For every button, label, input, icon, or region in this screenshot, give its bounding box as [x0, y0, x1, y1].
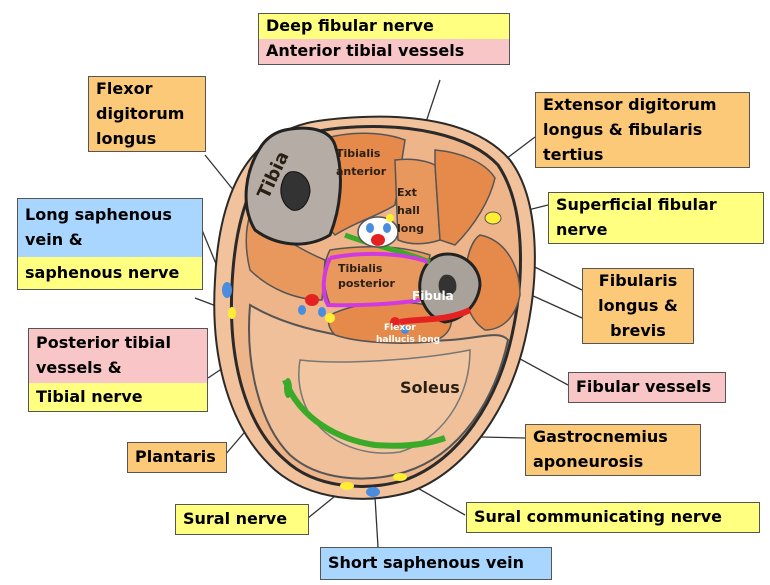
plantaris-shape — [284, 378, 292, 398]
saphenous-nerve-shape — [228, 307, 236, 319]
tibialis-anterior-line-2: anterior — [336, 165, 387, 178]
ext-hall-long-label: Ext hall long — [397, 186, 424, 235]
posterior-tibial-line-1: Posterior tibial — [29, 329, 207, 356]
long-saphenous-label: Long saphenous vein & saphenous nerve — [17, 198, 203, 290]
fibularis-line-1: Fibularis — [583, 269, 693, 294]
flexor-digitorum-line-3: longus — [89, 127, 205, 152]
tibialis-posterior-line-1: Tibialis — [338, 262, 383, 275]
deep-fibular-nerve-label: Deep fibular nerve — [259, 14, 509, 39]
ext-hall-long-line-3: long — [397, 222, 424, 235]
sural-communicating-nerve-shape — [393, 473, 407, 481]
fibular-vessels-text: Fibular vessels — [569, 373, 725, 402]
gastrocnemius-line-2: aponeurosis — [526, 450, 700, 475]
superficial-fibular-line-1: Superficial fibular — [549, 193, 763, 218]
tibialis-anterior-line-1: Tibialis — [336, 147, 381, 160]
flexor-digitorum-line-2: digitorum — [89, 102, 205, 127]
sural-nerve-label: Sural nerve — [175, 504, 309, 535]
extensor-digitorum-line-1: Extensor digitorum — [536, 93, 749, 118]
long-saphenous-line-1: Long saphenous — [18, 199, 202, 228]
plantaris-text: Plantaris — [128, 443, 226, 472]
anterior-tibial-vein-2 — [383, 223, 391, 233]
short-saphenous-text: Short saphenous vein — [321, 548, 551, 579]
long-saphenous-vein-shape — [222, 282, 232, 298]
tibialis-posterior-line-2: posterior — [338, 277, 395, 290]
extensor-digitorum-line-2: longus & fibularis — [536, 118, 749, 143]
anterior-tibial-vein-1 — [366, 223, 374, 233]
deep-fibular-anterior-tibial-label: Deep fibular nerve Anterior tibial vesse… — [258, 13, 510, 65]
sural-communicating-text: Sural communicating nerve — [467, 503, 759, 532]
ext-hall-long-line-2: hall — [397, 204, 420, 217]
tibial-nerve-shape — [325, 313, 335, 323]
ext-hall-long-line-1: Ext — [397, 186, 417, 199]
flexor-hallucis-line-2: hallucis long — [376, 335, 440, 345]
fibula-label: Fibula — [412, 289, 454, 303]
superficial-fibular-nerve-shape — [485, 212, 501, 224]
posterior-tibial-label: Posterior tibial vessels & Tibial nerve — [28, 328, 208, 412]
fibular-vessels-label: Fibular vessels — [568, 372, 726, 403]
extensor-digitorum-line-3: tertius — [536, 143, 749, 168]
saphenous-nerve-label: saphenous nerve — [18, 257, 202, 290]
tibial-nerve-label: Tibial nerve — [29, 383, 207, 412]
posterior-tibial-artery — [305, 294, 319, 306]
posterior-tibial-vein-2 — [318, 307, 326, 317]
fibularis-line-3: brevis — [583, 319, 693, 344]
anterior-tibial-vessels-label: Anterior tibial vessels — [259, 39, 509, 64]
leader-line-short-saphenous — [375, 497, 378, 547]
superficial-fibular-line-2: nerve — [549, 218, 763, 243]
extensor-digitorum-label: Extensor digitorum longus & fibularis te… — [535, 92, 750, 168]
sural-nerve-shape — [340, 482, 354, 490]
posterior-tibial-vein-1 — [298, 305, 306, 315]
deep-fibular-nerve-shape — [386, 214, 394, 222]
short-saphenous-vein-shape — [366, 487, 380, 497]
flexor-digitorum-line-1: Flexor — [89, 77, 205, 102]
gastrocnemius-aponeurosis-label: Gastrocnemius aponeurosis — [525, 424, 701, 476]
soleus-label: Soleus — [400, 378, 460, 397]
sural-nerve-text: Sural nerve — [176, 505, 308, 534]
gastrocnemius-line-1: Gastrocnemius — [526, 425, 700, 450]
long-saphenous-line-2: vein & — [18, 228, 202, 257]
short-saphenous-vein-label: Short saphenous vein — [320, 547, 552, 580]
posterior-tibial-line-2: vessels & — [29, 356, 207, 383]
flexor-hallucis-line-1: Flexor — [384, 323, 416, 333]
fibularis-line-2: longus & — [583, 294, 693, 319]
plantaris-label: Plantaris — [127, 442, 227, 473]
anterior-tibial-artery — [371, 234, 385, 246]
superficial-fibular-nerve-label: Superficial fibular nerve — [548, 192, 764, 244]
flexor-digitorum-longus-label: Flexor digitorum longus — [88, 76, 206, 152]
fibularis-longus-brevis-label: Fibularis longus & brevis — [582, 268, 694, 344]
sural-communicating-nerve-label: Sural communicating nerve — [466, 502, 760, 533]
tibia-marrow — [281, 172, 310, 211]
